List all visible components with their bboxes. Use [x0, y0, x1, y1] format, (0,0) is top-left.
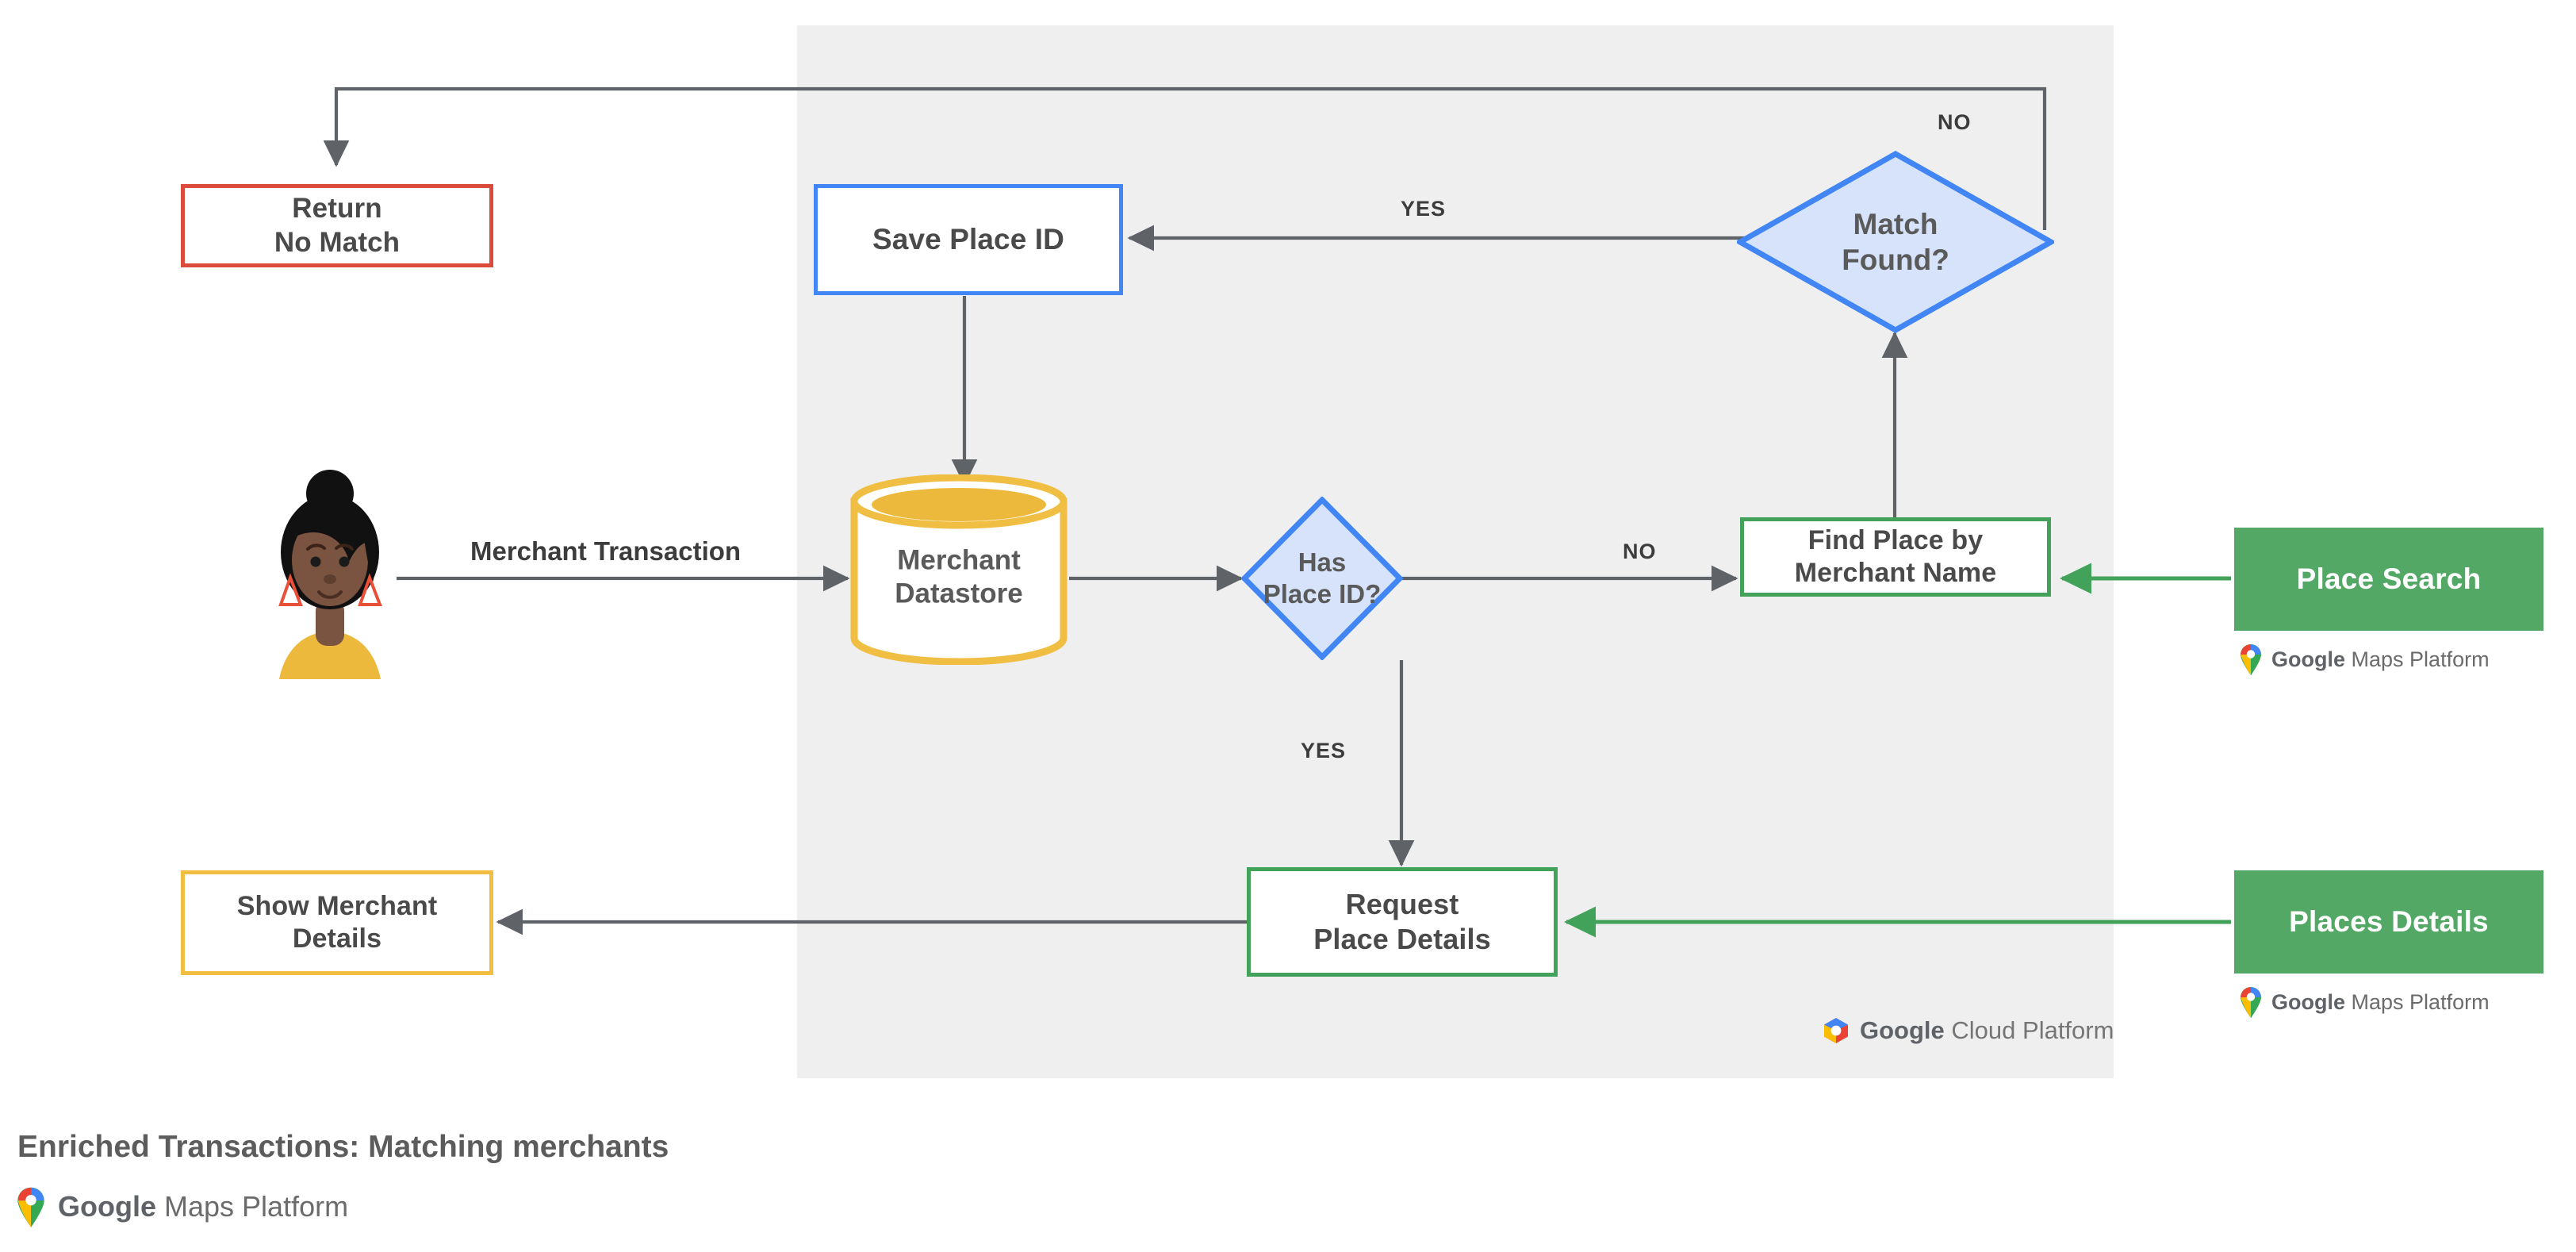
gmp-wordmark: Google Maps Platform: [2271, 990, 2490, 1015]
node-label: Merchant Datastore: [848, 543, 1070, 611]
edge-label-merchant-transaction: Merchant Transaction: [470, 536, 742, 566]
cylinder-shape: [850, 474, 1068, 665]
cloud-platform-word: Cloud Platform: [1951, 1016, 2114, 1044]
google-word: Google: [2271, 647, 2345, 671]
avatar: [262, 467, 398, 681]
button-label: Place Search: [2296, 563, 2482, 595]
google-maps-pin-icon: [2241, 644, 2261, 675]
button-label: Places Details: [2289, 905, 2489, 938]
footer-gmp-lockup: Google Maps Platform: [14, 1185, 348, 1228]
gmp-lockup-places-details: Google Maps Platform: [2238, 985, 2490, 1019]
node-label-line1: Has: [1298, 547, 1347, 577]
node-label: Save Place ID: [872, 221, 1064, 257]
node-request-place-details[interactable]: Request Place Details: [1247, 867, 1558, 977]
edge-label-no-top: NO: [1938, 110, 1972, 134]
node-label-line1: Request: [1345, 888, 1459, 921]
node-label-line1: Merchant: [897, 543, 1021, 575]
google-word: Google: [2271, 989, 2345, 1014]
button-place-search[interactable]: Place Search: [2234, 528, 2543, 631]
node-label: Has Place ID?: [1263, 547, 1382, 611]
edge-label-no-mid: NO: [1623, 540, 1657, 563]
gmp-wordmark: Google Maps Platform: [2271, 647, 2490, 672]
node-match-found[interactable]: Match Found?: [1737, 151, 2054, 333]
gcp-lockup: Google Cloud Platform: [1821, 1016, 2114, 1046]
maps-platform-word: Maps Platform: [2351, 989, 2490, 1014]
user-avatar-icon: [278, 470, 382, 679]
node-label-line2: No Match: [274, 226, 401, 258]
node-label-line1: Show Merchant: [236, 890, 438, 921]
node-find-place-by-merchant-name[interactable]: Find Place by Merchant Name: [1740, 517, 2051, 597]
node-has-place-id[interactable]: Has Place ID?: [1241, 497, 1403, 660]
node-label-line1: Return: [292, 192, 382, 224]
node-merchant-datastore[interactable]: Merchant Datastore: [848, 474, 1070, 665]
node-label: Show Merchant Details: [237, 890, 438, 956]
node-label-line2: Datastore: [895, 578, 1023, 609]
google-cloud-hexagon-icon: [1824, 1018, 1848, 1043]
node-label-line1: Find Place by: [1807, 524, 1984, 555]
node-label-line2: Details: [292, 924, 382, 954]
gcp-wordmark: Google Cloud Platform: [1860, 1016, 2114, 1045]
node-label-line1: Save Place ID: [872, 223, 1064, 256]
node-label-line2: Merchant Name: [1794, 558, 1997, 588]
edge-label-yes-bottom: YES: [1301, 739, 1347, 762]
google-maps-pin-icon: [2241, 987, 2261, 1018]
page-title: Enriched Transactions: Matching merchant…: [17, 1130, 669, 1164]
google-word: Google: [1860, 1016, 1945, 1044]
edge-label-yes-top: YES: [1401, 197, 1447, 221]
node-save-place-id[interactable]: Save Place ID: [814, 184, 1123, 295]
node-show-merchant-details[interactable]: Show Merchant Details: [181, 870, 493, 975]
node-label: Return No Match: [274, 192, 400, 259]
gmp-lockup-place-search: Google Maps Platform: [2238, 643, 2490, 676]
google-word: Google: [58, 1190, 156, 1223]
node-label: Match Found?: [1842, 206, 1949, 278]
diamond-shape: [1241, 497, 1403, 660]
maps-platform-word: Maps Platform: [2351, 647, 2490, 671]
node-label: Find Place by Merchant Name: [1795, 524, 1997, 590]
diamond-shape: [1737, 151, 2054, 333]
node-label-line2: Place ID?: [1263, 579, 1382, 609]
node-label: Request Place Details: [1313, 887, 1490, 957]
node-return-no-match[interactable]: Return No Match: [181, 184, 493, 267]
gmp-wordmark: Google Maps Platform: [58, 1190, 348, 1223]
node-label-line2: Found?: [1842, 244, 1949, 276]
button-places-details[interactable]: Places Details: [2234, 870, 2543, 974]
google-maps-pin-icon: [17, 1187, 44, 1227]
node-label-line2: Place Details: [1313, 923, 1491, 955]
maps-platform-word: Maps Platform: [164, 1190, 349, 1223]
node-label-line1: Match: [1853, 207, 1938, 240]
